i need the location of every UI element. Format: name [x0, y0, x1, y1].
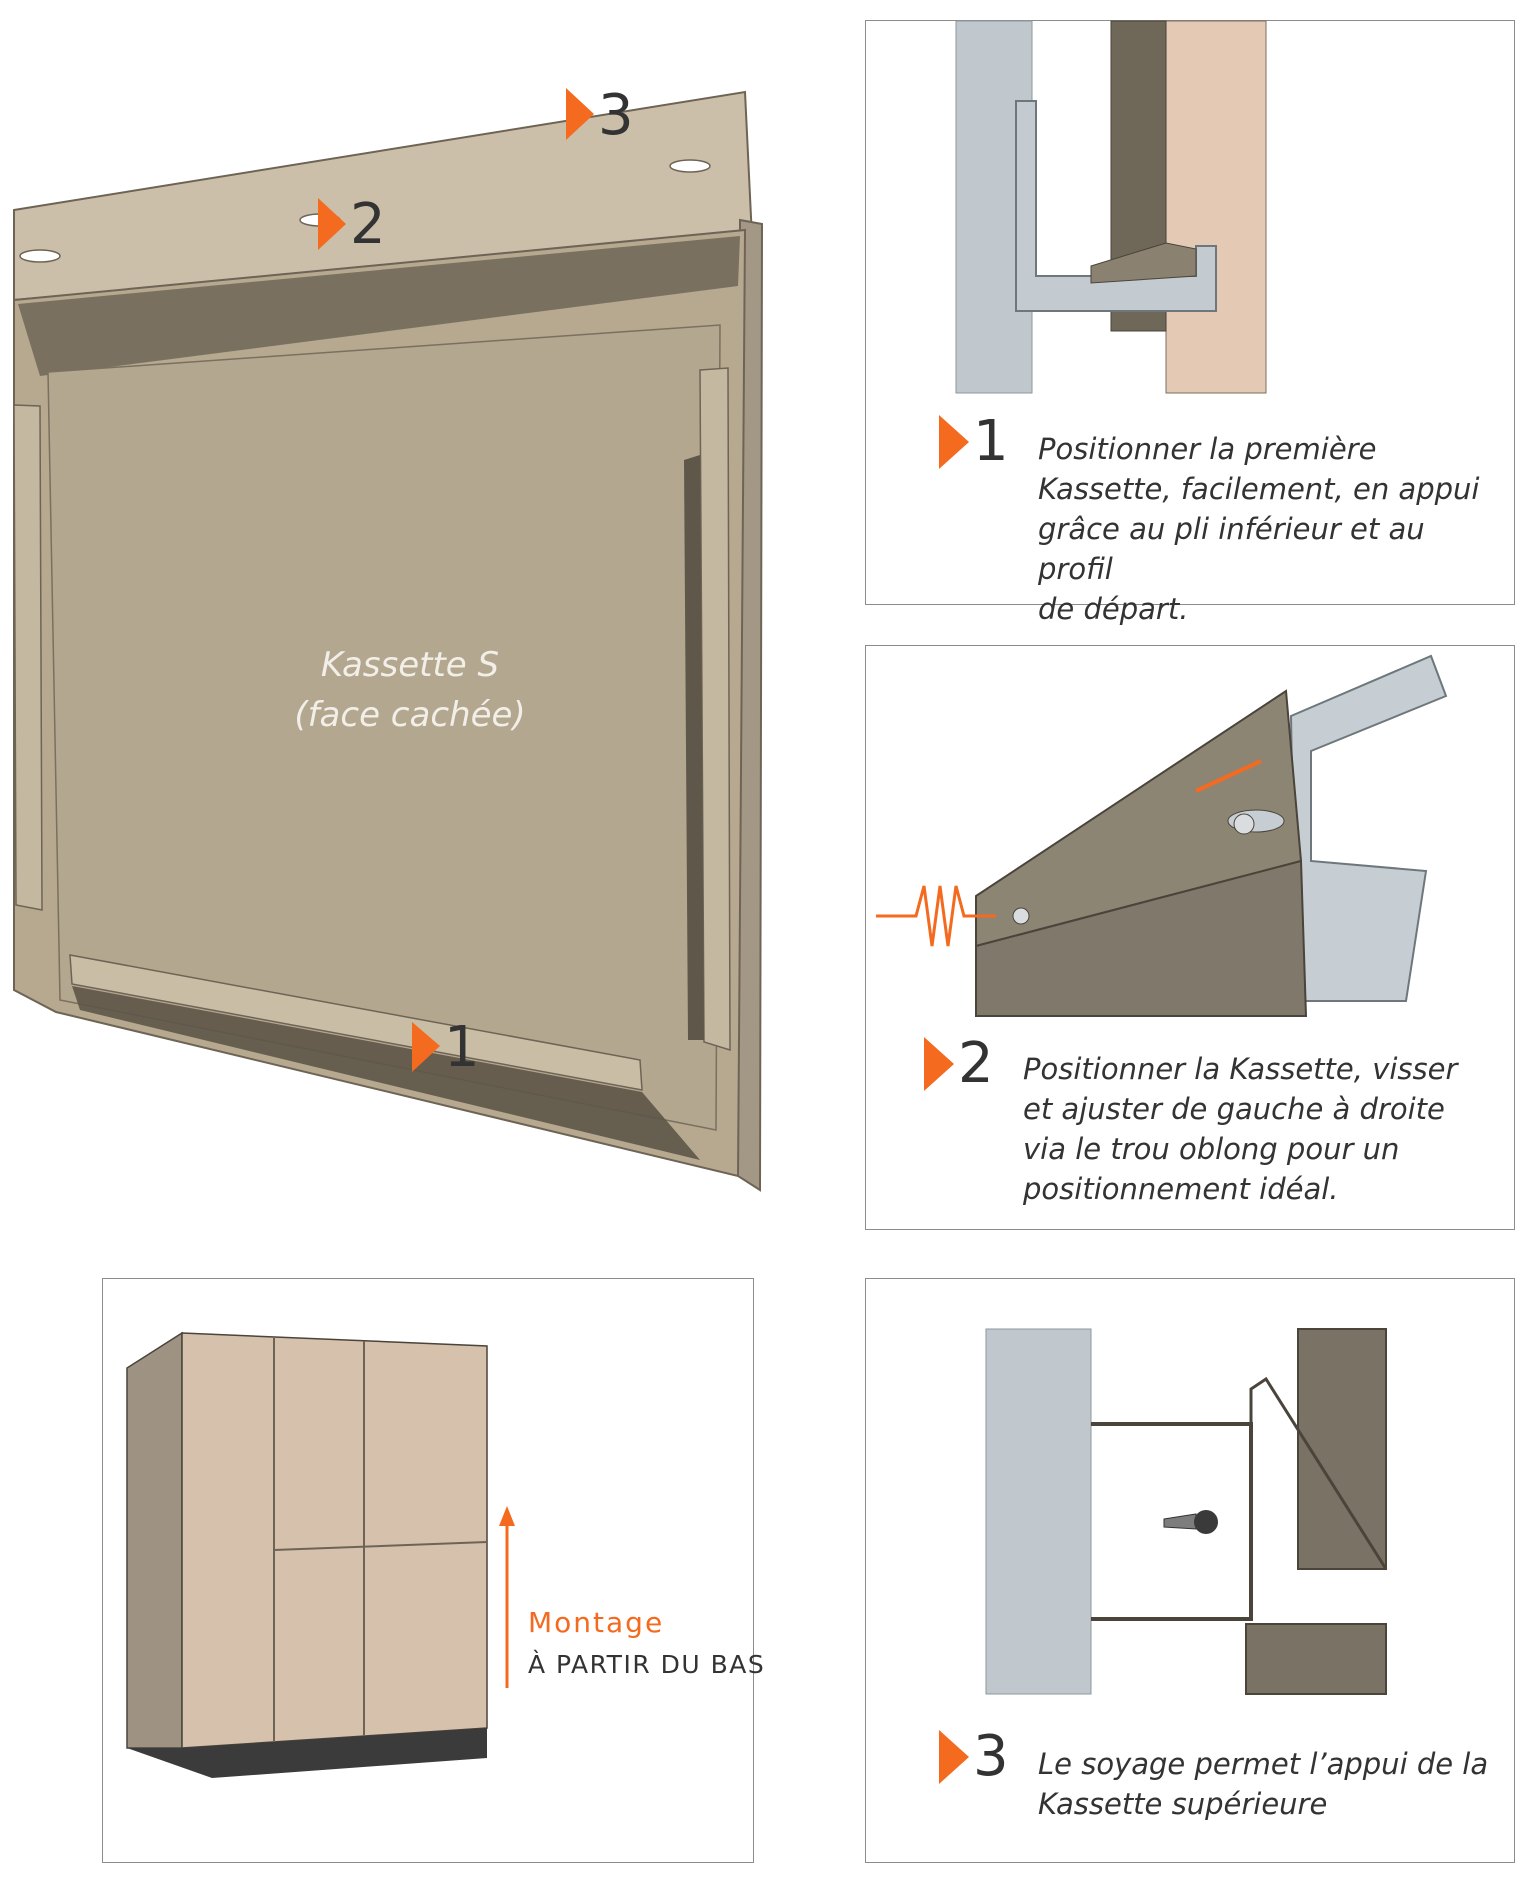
- right-rail-shadow: [684, 455, 704, 1040]
- kassette-illustration: [13, 88, 764, 1192]
- step-2-arrow: [924, 1037, 954, 1091]
- screw-head: [1233, 813, 1255, 835]
- marker-arrow-2: [318, 198, 346, 250]
- vibration-line: [876, 885, 996, 947]
- screw-left: [1012, 907, 1030, 925]
- step-2-caption: Positionner la Kassette, visser et ajust…: [1023, 1052, 1458, 1206]
- bottom-lip: [69, 954, 643, 1091]
- step-2-number: 2: [924, 1036, 994, 1092]
- joint-line: [273, 1541, 488, 1551]
- soyage-fold: [1249, 1376, 1388, 1570]
- lower-kassette: [1245, 1623, 1387, 1695]
- upper-kassette: [1297, 1328, 1387, 1570]
- step-2-illustration: [876, 654, 1448, 1017]
- top-shadow: [18, 236, 740, 376]
- rail-profile: [1289, 654, 1448, 1002]
- bottom-shadow: [72, 986, 700, 1160]
- step-2-panel: 2 Positionner la Kassette, visser et aju…: [865, 645, 1515, 1230]
- step-1-illustration: [955, 20, 1267, 394]
- lower-fold: [1090, 242, 1197, 284]
- building-front: [181, 1332, 488, 1749]
- step-1-number: 1: [939, 414, 1009, 470]
- kassette-edge: [1165, 20, 1267, 394]
- main-marker-2: 2: [350, 192, 386, 257]
- step-1-arrow: [939, 415, 969, 469]
- building-side: [126, 1331, 183, 1749]
- main-marker-3: 3: [598, 83, 634, 148]
- omega-profile: [1091, 1422, 1253, 1621]
- montage-subtitle: À PARTIR DU BAS: [528, 1650, 766, 1679]
- step-1-panel: 1 Positionner la première Kassette, faci…: [865, 20, 1515, 626]
- step-3-number: 3: [939, 1729, 1009, 1785]
- step-1-caption: Positionner la première Kassette, facile…: [1038, 432, 1480, 626]
- kassette-front: [975, 859, 1308, 1017]
- montage-arrow-head: [499, 1506, 515, 1526]
- building-illustration: [126, 1331, 515, 1778]
- montage-title: Montage: [528, 1606, 665, 1639]
- step-3-arrow: [939, 1730, 969, 1784]
- main-marker-1: 1: [444, 1015, 480, 1080]
- step-3-caption: Le soyage permet l’appui de la Kassette …: [1038, 1747, 1489, 1821]
- building-plinth: [127, 1728, 487, 1778]
- start-profile: [1015, 100, 1217, 312]
- screw: [1163, 1513, 1197, 1530]
- left-rail: [13, 404, 43, 911]
- kassette-label: Kassette S (face cachée): [294, 645, 526, 735]
- step-3-panel: 3 Le soyage permet l’appui de la Kassett…: [865, 1278, 1515, 1863]
- step-3-illustration: [985, 1328, 1388, 1695]
- inner-panel: [47, 324, 721, 1131]
- marker-arrow-1: [412, 1022, 440, 1072]
- marker-arrow-3: [566, 88, 594, 140]
- screw-washer: [1194, 1510, 1218, 1534]
- adjust-arrow: [1195, 759, 1262, 793]
- right-rail: [699, 367, 731, 1052]
- wall-metal: [985, 1328, 1092, 1695]
